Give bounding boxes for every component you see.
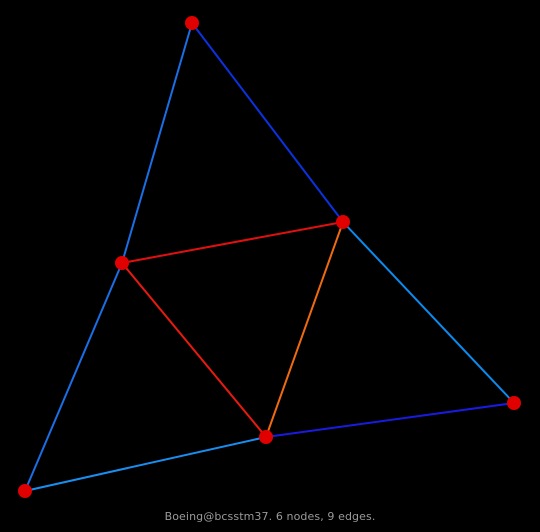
graph-edge-n1-n3 [121,22,193,264]
graph-node-n2 [336,215,350,229]
graph-edge-n2-n3 [121,221,344,264]
graph-edge-n2-n4 [342,221,515,404]
graph-node-n1 [185,16,199,30]
edges-layer [24,22,515,492]
graph-node-n3 [115,256,129,270]
graph-edge-n4-n5 [265,402,515,438]
graph-node-n6 [18,484,32,498]
graph-caption: Boeing@bcsstm37. 6 nodes, 9 edges. [164,510,376,523]
nodes-layer [18,16,521,498]
graph-edge-n2-n5 [265,221,344,438]
graph-edge-n3-n6 [24,262,123,492]
graph-edge-n1-n2 [191,22,344,223]
graph-edge-n5-n6 [24,436,267,492]
graph-node-n5 [259,430,273,444]
graph-node-n4 [507,396,521,410]
graph-edge-n3-n5 [121,262,267,438]
